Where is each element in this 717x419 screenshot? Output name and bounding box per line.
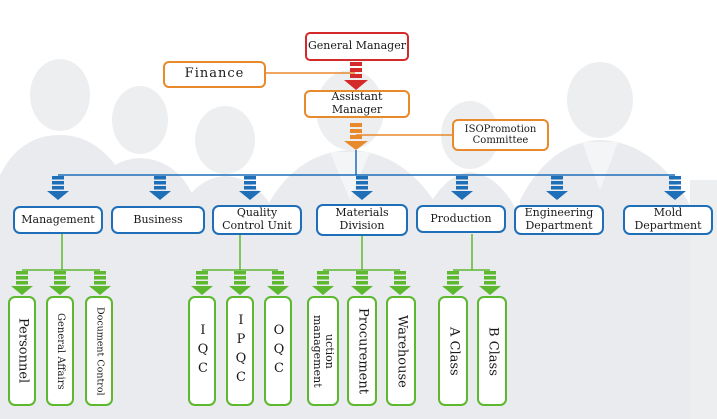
unit-label: IPQC: [233, 313, 249, 389]
department-business: Business: [111, 206, 205, 234]
blue-arrow-icon: [546, 176, 568, 200]
unit-label: uction management: [311, 314, 337, 388]
blue-arrow-icon: [451, 176, 473, 200]
green-arrow-icon: [442, 271, 464, 295]
orange-arrow-icon: [344, 123, 368, 150]
iso-promotion-committee-box: ISOPromotion Committee: [452, 119, 549, 151]
unit-label: OQC: [271, 322, 287, 380]
blue-arrow-icon: [149, 176, 171, 200]
finance-label: Finance: [184, 66, 245, 82]
unit-connectors: [22, 234, 490, 271]
department-label-line1: Quality: [236, 206, 278, 220]
green-arrow-icons: [11, 271, 501, 295]
unit-ipqc: IPQC: [226, 296, 254, 406]
green-arrow-icon: [49, 271, 71, 295]
blue-arrow-icons: [47, 176, 686, 200]
department-label: Production: [430, 211, 492, 225]
unit-personnel: Personnel: [8, 296, 36, 406]
department-label-line1: Materials: [335, 206, 389, 220]
blue-arrow-icon: [351, 176, 373, 200]
unit-label: Document Control: [94, 306, 106, 396]
department-mold: Mold Department: [623, 205, 713, 235]
department-materials: Materials Division: [316, 204, 408, 236]
department-management: Management: [13, 206, 103, 234]
department-label-line1: Mold: [653, 206, 683, 220]
unit-oqc: OQC: [264, 296, 292, 406]
unit-procurement: Procurement: [347, 296, 377, 406]
green-arrow-icon: [11, 271, 33, 295]
department-label-line2: Department: [525, 219, 593, 232]
blue-arrow-icon: [47, 176, 69, 200]
unit-general-affairs: General Affairs: [46, 296, 74, 406]
red-arrow-icon: [344, 62, 368, 90]
green-arrow-icon: [191, 271, 213, 295]
unit-production-management: uction management: [307, 296, 339, 406]
unit-label: IQC: [195, 322, 211, 380]
green-arrow-icon: [229, 271, 251, 295]
department-label-line2: Department: [634, 219, 702, 232]
green-arrow-icon: [351, 271, 373, 295]
unit-warehouse: Warehouse: [386, 296, 416, 406]
green-arrow-icon: [89, 271, 111, 295]
unit-document-control: Document Control: [85, 296, 113, 406]
finance-box: Finance: [163, 61, 266, 88]
department-quality-control: Quality Control Unit: [212, 205, 302, 235]
unit-label: A Class: [446, 326, 462, 376]
unit-label: Personnel: [15, 318, 31, 384]
department-label-line2: Division: [339, 219, 385, 232]
unit-b-class: B Class: [477, 296, 507, 406]
department-production: Production: [416, 205, 506, 233]
department-engineering: Engineering Department: [514, 205, 604, 235]
unit-label: General Affairs: [54, 312, 66, 390]
department-label: Business: [133, 212, 183, 226]
assistant-manager-box: Assistant Manager: [304, 90, 410, 118]
iso-label-line2: Committee: [472, 135, 529, 146]
green-arrow-icon: [479, 271, 501, 295]
general-manager-box: General Manager: [305, 32, 409, 61]
blue-arrow-icon: [239, 176, 261, 200]
department-label: Management: [21, 212, 95, 226]
unit-label: B Class: [485, 326, 501, 376]
unit-label: Procurement: [355, 308, 371, 394]
green-arrow-icon: [389, 271, 411, 295]
assistant-manager-label: Assistant Manager: [331, 90, 383, 116]
general-manager-label: General Manager: [308, 39, 406, 53]
department-label-line2: Control Unit: [222, 219, 292, 232]
green-arrow-icon: [312, 271, 334, 295]
department-label-line1: Engineering: [524, 206, 594, 220]
unit-a-class: A Class: [438, 296, 468, 406]
blue-arrow-icon: [664, 176, 686, 200]
iso-label-line1: ISOPromotion: [464, 123, 537, 135]
unit-iqc: IQC: [188, 296, 216, 406]
unit-label: Warehouse: [394, 314, 410, 388]
green-arrow-icon: [267, 271, 289, 295]
